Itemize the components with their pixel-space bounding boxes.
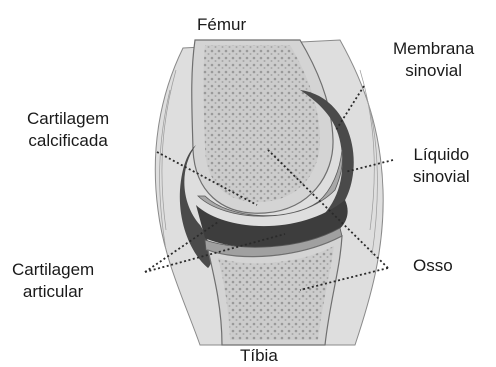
femur-spongy-bone: [203, 45, 320, 202]
label-tibia: Tíbia: [240, 345, 278, 367]
label-osso: Osso: [413, 255, 453, 277]
label-femur: Fémur: [197, 14, 246, 36]
